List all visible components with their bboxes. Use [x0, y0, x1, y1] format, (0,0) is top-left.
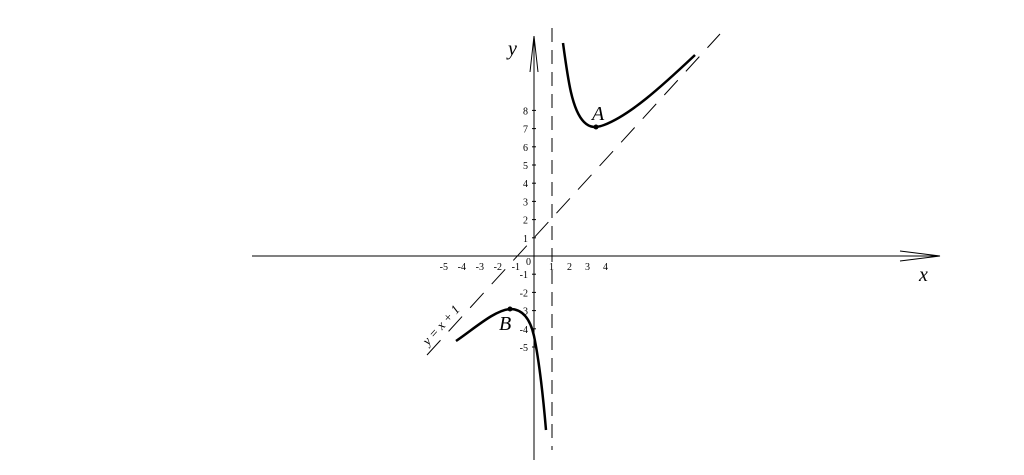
y-tick-label: 5 — [523, 161, 528, 172]
x-tick-label: 2 — [567, 262, 572, 273]
y-tick-label: -4 — [520, 325, 528, 336]
x-tick-label: -4 — [458, 262, 466, 273]
y-tick-label: -3 — [520, 307, 528, 318]
y-tick-label: 8 — [523, 106, 528, 117]
y-tick-label: 7 — [523, 125, 528, 136]
y-tick-label: -5 — [520, 343, 528, 354]
x-tick-label: -2 — [494, 262, 502, 273]
oblique-asymptote — [426, 33, 721, 356]
y-tick-label: 1 — [523, 234, 528, 245]
x-tick-label: -1 — [512, 262, 520, 273]
y-tick-label: 4 — [523, 179, 528, 190]
curve-left-branch — [455, 307, 548, 431]
point-b — [507, 306, 513, 312]
point-b-label: B — [499, 313, 511, 335]
curve-right-branch — [561, 42, 696, 129]
y-tick-label: 2 — [523, 216, 528, 227]
y-tick-label: 3 — [523, 197, 528, 208]
y-tick-label: -2 — [520, 288, 528, 299]
x-tick-label: 3 — [585, 262, 590, 273]
y-axis-label: y — [506, 38, 517, 60]
point-a — [593, 124, 599, 130]
x-tick-label: -3 — [476, 262, 484, 273]
x-tick-label: 4 — [603, 262, 608, 273]
x-tick-label: -5 — [440, 262, 448, 273]
x-tick-label: 0 — [526, 257, 531, 268]
asymptote-label: y = x + 1 — [418, 302, 463, 350]
point-a-label: A — [590, 103, 605, 125]
y-tick-labels: 1 2 3 4 5 6 7 8 -1 -2 -3 -4 -5 — [520, 106, 536, 354]
x-tick-label: 1 — [549, 262, 554, 273]
x-axis-arrow-icon — [899, 250, 941, 262]
y-tick-label: -1 — [520, 270, 528, 281]
x-tick-labels: -5 -4 -3 -2 -1 0 1 2 3 4 — [440, 257, 608, 273]
x-axis-label: x — [918, 264, 928, 286]
y-tick-label: 6 — [523, 143, 528, 154]
y-axis-arrow-icon — [529, 35, 539, 73]
